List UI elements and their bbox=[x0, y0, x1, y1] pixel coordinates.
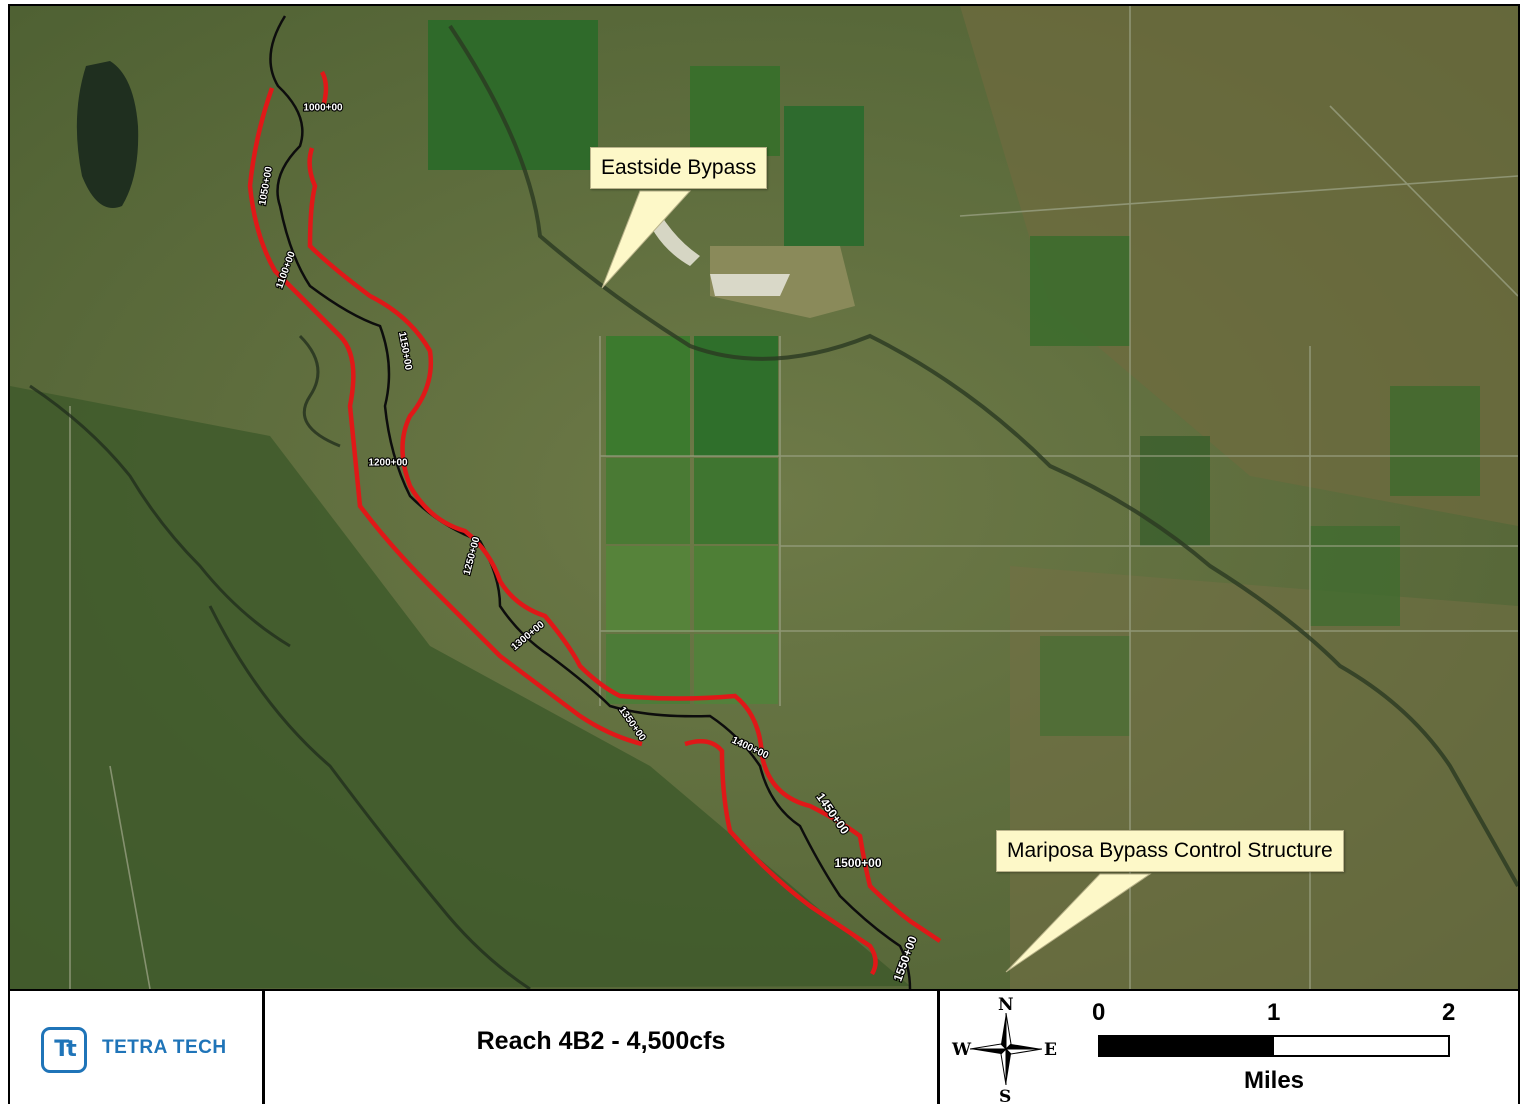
levee-west bbox=[247, 87, 643, 747]
station-label-1200-00: 1200+00 bbox=[368, 458, 408, 469]
title-cell: Reach 4B2 - 4,500cfs bbox=[265, 991, 940, 1104]
scale-units: Miles bbox=[1243, 1067, 1305, 1094]
scale-cell: N S W E 0 1 2 Miles bbox=[940, 991, 1518, 1107]
map-footer: Tt TETRA TECH Reach 4B2 - 4,500cfs N S W… bbox=[10, 989, 1518, 1107]
tributaries bbox=[29, 334, 531, 989]
eastside-bypass-channel bbox=[448, 24, 1518, 887]
wetland-west bbox=[10, 386, 910, 989]
scale-bar bbox=[1098, 1035, 1450, 1057]
brown-fields-east bbox=[960, 6, 1518, 526]
roads bbox=[69, 6, 1518, 989]
map-title: Reach 4B2 - 4,500cfs bbox=[476, 1027, 726, 1055]
compass-north: N bbox=[998, 995, 1014, 1015]
compass-west: W bbox=[952, 1040, 972, 1060]
tetra-tech-logo-icon: Tt bbox=[41, 1027, 87, 1073]
station-label-1500-00: 1500+00 bbox=[834, 856, 881, 870]
pond-northwest bbox=[76, 61, 139, 208]
compass-rose-icon bbox=[970, 1013, 1042, 1085]
eastside-bypass-callout: Eastside Bypass bbox=[590, 147, 768, 189]
logo-cell: Tt TETRA TECH bbox=[10, 991, 265, 1104]
scale-bar-fill bbox=[1100, 1037, 1274, 1055]
agricultural-fields bbox=[428, 20, 1480, 736]
scale-tick-0: 0 bbox=[1092, 999, 1106, 1026]
mariposa-bypass-callout: Mariposa Bypass Control Structure bbox=[996, 830, 1344, 872]
tetra-tech-logo-text: TETRA TECH bbox=[102, 1037, 227, 1058]
brown-fields-southeast bbox=[1010, 566, 1518, 989]
levee-west-south bbox=[684, 738, 878, 976]
compass-east: E bbox=[1044, 1040, 1057, 1060]
station-label-1000-00: 1000+00 bbox=[303, 103, 343, 114]
scale-tick-2: 2 bbox=[1442, 999, 1456, 1026]
levee-east bbox=[307, 70, 942, 943]
compass-south: S bbox=[999, 1087, 1012, 1107]
scale-tick-1: 1 bbox=[1267, 999, 1281, 1026]
